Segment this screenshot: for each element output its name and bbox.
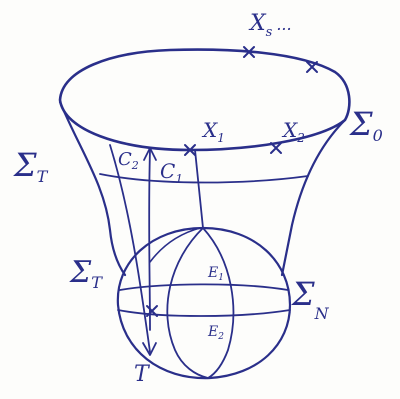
label-c2: C2 [118,149,139,172]
sphere-equator-upper [120,284,288,290]
connector-stroke-left [150,228,200,262]
label-sigmaT-lower: ΣT [69,255,103,292]
label-sigma0: Σ0 [349,105,383,145]
funnel-left-wall [60,102,125,275]
label-t: T [134,362,151,387]
label-sigmaT-upper: ΣT [13,146,49,186]
sphere-meridian-right [203,228,233,378]
funnel-right-wall [282,120,345,275]
sphere-meridian-left [167,228,208,378]
funnel-inner-line [100,174,308,183]
label-c1: C1 [160,159,183,186]
label-e1: E1 [207,265,224,283]
label-e2: E2 [207,324,224,342]
curve-c1 [149,150,150,330]
label-x1: X1 [201,118,225,145]
label-x2: X2 [281,118,305,145]
label-xs: Xs... [248,11,292,40]
label-sigmaN: ΣN [291,275,330,323]
vertical-line-x1 [195,150,203,228]
